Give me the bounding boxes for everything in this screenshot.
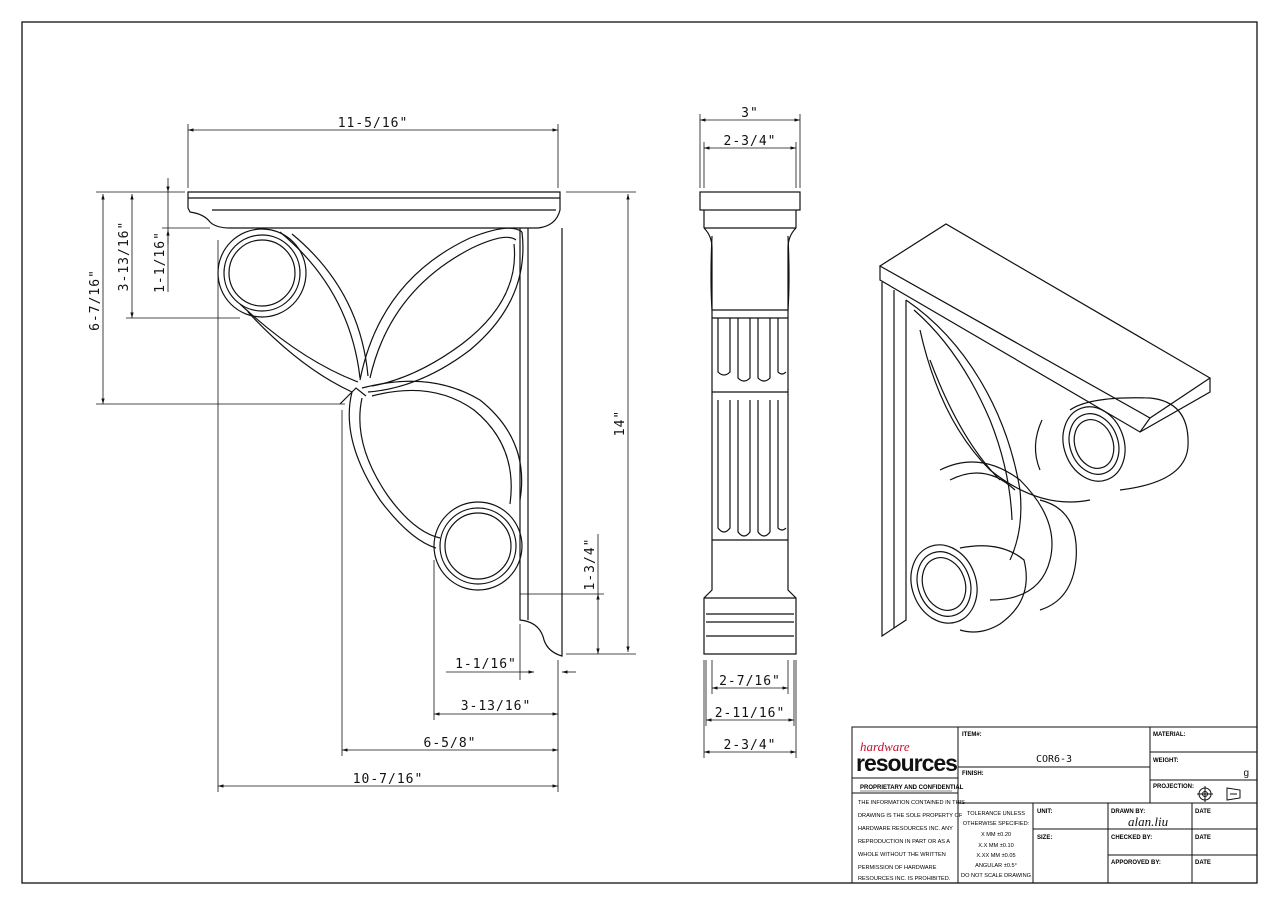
dim-side-lower-3: 2-3/4" [724, 738, 777, 753]
dim-mid-height: 3-13/16" [117, 221, 132, 292]
material-label: MATERIAL: [1153, 732, 1186, 738]
svg-text:OTHERWISE SPECIFIED:: OTHERWISE SPECIFIED: [963, 821, 1030, 827]
top-left-ring-outer [217, 228, 307, 318]
svg-text:RESOURCES INC. IS PROHIBITED.: RESOURCES INC. IS PROHIBITED. [858, 876, 951, 882]
side-dimension-labels: 3" 2-3/4" 2-7/16" 2-11/16" 2-3/4" [715, 106, 786, 753]
item-value: COR6-3 [1036, 754, 1072, 765]
svg-text:X.X MM ±0.10: X.X MM ±0.10 [978, 843, 1013, 849]
dim-top-height: 1-1/16" [153, 231, 168, 293]
title-block [851, 726, 1258, 884]
iso-upper-ring [1062, 406, 1126, 482]
dim-bottom-mid: 6-5/8" [424, 736, 477, 751]
svg-text:DRAWING IS THE SOLE PROPERTY O: DRAWING IS THE SOLE PROPERTY OF [858, 813, 963, 819]
dim-total-height: 14" [613, 410, 628, 436]
side-dimensions [699, 114, 801, 758]
svg-text:DO NOT SCALE DRAWING: DO NOT SCALE DRAWING [961, 873, 1031, 879]
svg-text:X MM ±0.20: X MM ±0.20 [981, 832, 1011, 838]
date-label-checked: DATE [1195, 835, 1211, 841]
weight-value: g [1243, 768, 1249, 779]
dim-left-height: 6-7/16" [88, 269, 103, 331]
dim-bottom-short: 3-13/16" [461, 699, 532, 714]
drawn-by-label: DRAWN BY: [1111, 809, 1145, 815]
isometric-view [878, 223, 1212, 638]
date-label-approved: DATE [1195, 860, 1211, 866]
dim-side-inner: 2-3/4" [724, 134, 777, 149]
tolerance-block: TOLERANCE UNLESS OTHERWISE SPECIFIED: X … [961, 811, 1031, 879]
drawn-by-signature: alan.liu [1128, 814, 1169, 829]
item-label: ITEM#: [962, 732, 982, 738]
sheet-border [21, 21, 1258, 884]
projection-symbol-icon [1197, 786, 1241, 802]
dim-bottom-width: 10-7/16" [353, 772, 424, 787]
svg-text:X.XX MM ±0.05: X.XX MM ±0.05 [976, 853, 1015, 859]
unit-label: UNIT: [1037, 809, 1052, 815]
bottom-ring-outer [433, 501, 523, 591]
proprietary-heading: PROPRIETARY AND CONFIDENTIAL [860, 785, 964, 791]
weight-label: WEIGHT: [1153, 758, 1178, 764]
size-label: SIZE: [1037, 835, 1052, 841]
brand-main: resources [856, 750, 957, 776]
proprietary-text: THE INFORMATION CONTAINED IN THIS DRAWIN… [858, 800, 965, 882]
dim-side-top: 3" [741, 106, 759, 121]
front-dimension-labels: 11-5/16" 14" 6-7/16" 3-13/16" 1-1/16" 10… [88, 116, 628, 787]
brand-logo: hardware resources [856, 739, 958, 776]
iso-lower-ring [910, 544, 978, 624]
dim-foot-height: 1-3/4" [583, 538, 598, 591]
front-view [187, 191, 563, 657]
side-view [699, 191, 801, 655]
finish-label: FINISH: [962, 771, 984, 777]
svg-text:TOLERANCE UNLESS: TOLERANCE UNLESS [967, 811, 1025, 817]
svg-text:WHOLE WITHOUT THE WRITTEN: WHOLE WITHOUT THE WRITTEN [858, 852, 946, 858]
projection-label: PROJECTION: [1153, 784, 1194, 790]
svg-text:ANGULAR ±0.5°: ANGULAR ±0.5° [975, 863, 1017, 869]
checked-by-label: CHECKED BY: [1111, 835, 1152, 841]
svg-text:REPRODUCTION IN PART OR AS A: REPRODUCTION IN PART OR AS A [858, 839, 950, 845]
dim-bottom-foot: 1-1/16" [455, 657, 517, 672]
svg-text:PERMISSION OF HARDWARE: PERMISSION OF HARDWARE [858, 865, 937, 871]
dim-side-lower-2: 2-11/16" [715, 706, 786, 721]
svg-text:HARDWARE RESOURCES INC. ANY: HARDWARE RESOURCES INC. ANY [858, 826, 953, 832]
approved-by-label: APPOROVED BY: [1111, 860, 1161, 866]
front-dimensions [96, 124, 636, 792]
dim-side-lower-1: 2-7/16" [719, 674, 781, 689]
dim-top-width: 11-5/16" [338, 116, 409, 131]
date-label-drawn: DATE [1195, 809, 1211, 815]
svg-text:THE INFORMATION CONTAINED IN T: THE INFORMATION CONTAINED IN THIS [858, 800, 965, 806]
brand-script: hardware [860, 739, 910, 754]
